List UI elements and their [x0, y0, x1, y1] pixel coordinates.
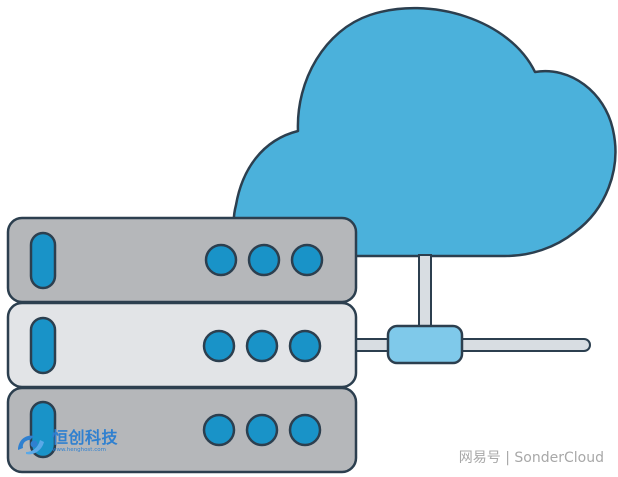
drive-slot: [29, 231, 57, 290]
logo-name: 恒创科技: [52, 428, 119, 448]
drive-slot: [29, 316, 57, 375]
logo-mark-icon: [18, 435, 44, 455]
status-led: [202, 329, 236, 363]
henghost-logo: 恒创科技 www.henghost.com: [14, 428, 118, 456]
cloud-icon: [232, 7, 617, 258]
status-led: [288, 329, 322, 363]
status-led: [202, 413, 236, 447]
server-unit-1: [6, 216, 358, 304]
status-led: [245, 413, 279, 447]
status-led: [290, 243, 324, 277]
horizontal-pipe: [344, 338, 591, 352]
source-watermark: 网易号 | SonderCloud: [458, 450, 604, 466]
status-led: [247, 243, 281, 277]
status-led: [204, 243, 238, 277]
status-led: [288, 413, 322, 447]
vertical-pipe: [418, 254, 432, 330]
server-unit-3: [6, 386, 358, 474]
logo-url: www.henghost.com: [52, 447, 106, 454]
network-hub-icon: [386, 324, 464, 365]
status-led: [245, 329, 279, 363]
server-unit-2: [6, 301, 358, 389]
